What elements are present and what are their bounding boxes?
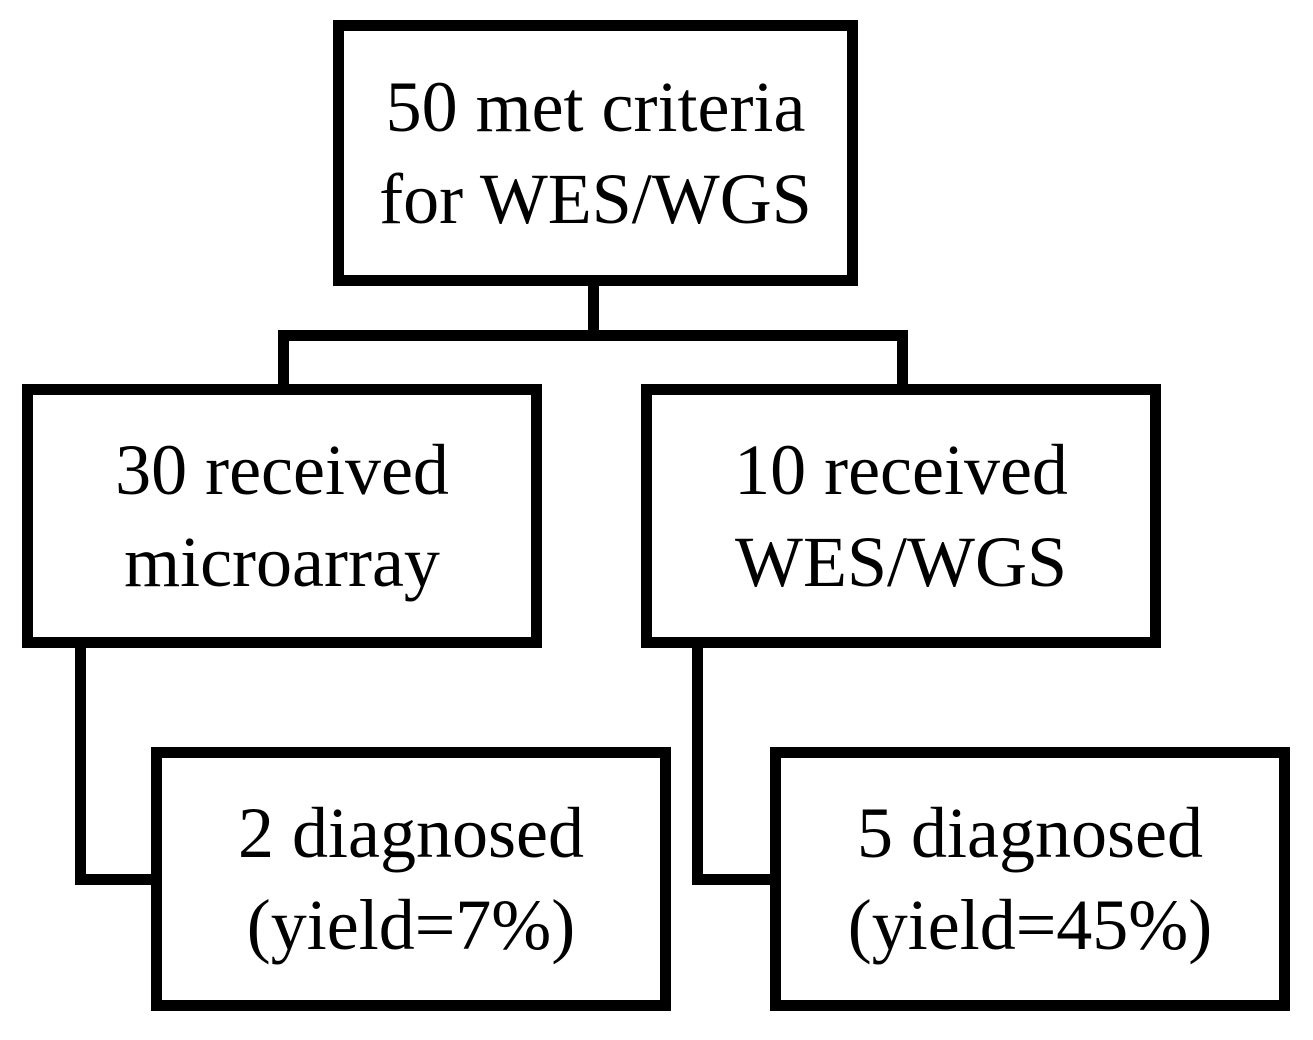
node-diagnosed-microarray-line2: (yield=7%) [246,885,576,965]
node-diagnosed-wes-wgs-line2: (yield=45%) [847,885,1213,965]
node-received-wes-wgs: 10 received WES/WGS [641,384,1161,648]
node-received-wes-wgs-line1: 10 received [734,429,1068,510]
node-diagnosed-microarray: 2 diagnosed (yield=7%) [151,747,671,1011]
connector-drop-to-wes [897,330,908,390]
connector-drop-to-microarray [278,330,289,390]
node-received-microarray-line1: 30 received [115,429,449,510]
connector-wes-outcome-horizontal [692,874,776,885]
connector-microarray-outcome-horizontal [75,874,157,885]
node-diagnosed-wes-wgs-line1: 5 diagnosed [857,792,1203,873]
node-diagnosed-microarray-line1: 2 diagnosed [238,792,584,873]
connector-microarray-outcome-vertical [75,648,86,885]
connector-root-stem [588,286,599,341]
node-met-criteria: 50 met criteria for WES/WGS [333,20,858,286]
node-received-microarray: 30 received microarray [22,384,542,648]
connector-wes-outcome-vertical [692,648,703,885]
connector-branch-bar [278,330,908,341]
node-received-microarray-line2: microarray [124,522,440,602]
node-met-criteria-line1: 50 met criteria [385,66,806,147]
node-met-criteria-line2: for WES/WGS [379,159,812,239]
node-received-wes-wgs-line2: WES/WGS [735,522,1067,602]
node-diagnosed-wes-wgs: 5 diagnosed (yield=45%) [770,747,1290,1011]
